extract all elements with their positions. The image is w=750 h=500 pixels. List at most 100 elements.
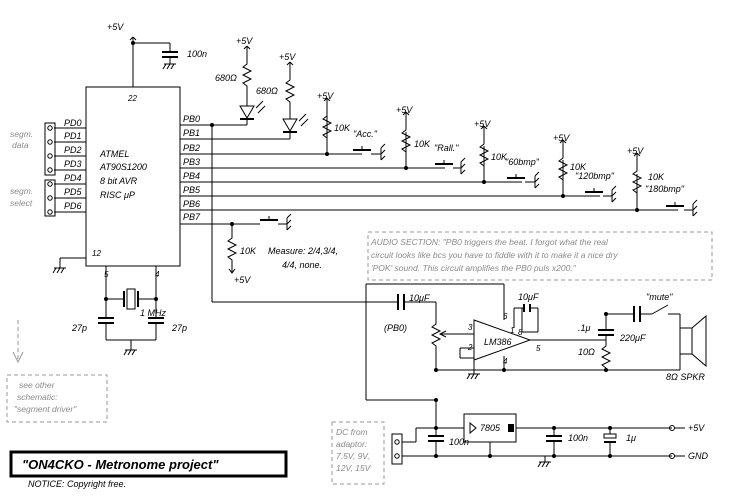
psu-wires — [402, 420, 672, 462]
cap-snub-label: .1μ — [578, 323, 591, 333]
cap-xtal-right-label: 27p — [171, 323, 187, 333]
button-acc-label: "Acc." — [353, 129, 378, 139]
segment-select-pins — [47, 181, 53, 215]
volume-pot — [430, 320, 600, 371]
segment-data-connector — [44, 122, 56, 176]
measure-label-2: 4/4, none. — [282, 260, 322, 270]
mcu-pin-22: 22 — [127, 94, 137, 103]
mcu-pin-4: 4 — [155, 270, 160, 279]
pb2-acc-circuit — [180, 112, 362, 155]
cap-in-label: 10μF — [409, 293, 430, 303]
speaker-label: 8Ω SPKR — [666, 372, 705, 382]
pin-pb7: PB7 — [183, 212, 201, 222]
resistor-120bmp-label: 10K — [570, 162, 587, 172]
supply-led1 — [243, 45, 251, 53]
mcu-pin-12: 12 — [92, 249, 101, 258]
segment-data-pins — [47, 125, 53, 173]
resistor-180bmp-label: 10K — [648, 172, 665, 182]
segment-data-label-1: segm. — [10, 129, 33, 139]
segment-select-label-1: segm. — [10, 186, 33, 196]
title-box — [9, 450, 288, 478]
page-title: "ON4CKO - Metronome project" — [22, 457, 219, 472]
amp-pin-8: 8 — [518, 328, 523, 337]
pin-pd3: PD3 — [64, 159, 82, 169]
pin-pd5: PD5 — [64, 187, 83, 197]
button-120bmp — [585, 185, 617, 203]
pd-port-wires — [54, 127, 86, 213]
button-60bmp-label: "60bmp" — [505, 157, 540, 167]
res-snub-label: 10Ω — [578, 347, 595, 357]
see-other-line-1: see other — [19, 380, 56, 390]
gnd-mcu-cap — [162, 63, 177, 70]
out-gnd-terminal — [669, 453, 675, 459]
speaker-icon — [679, 314, 707, 368]
segment-select-connector — [44, 179, 56, 217]
supply-measure-label: +5V — [234, 275, 251, 285]
pb7-measure-circuit — [180, 213, 292, 234]
pin-pb5: PB5 — [183, 185, 201, 195]
amp-pin-5: 5 — [536, 344, 541, 353]
mcu-name-4: RISC μP — [100, 190, 135, 200]
mcu-name-3: 8 bit AVR — [100, 176, 138, 186]
resistor-led1 — [242, 59, 252, 91]
segment-select-label-2: select — [10, 198, 33, 208]
measure-supply-arrow — [228, 268, 236, 274]
dc-note-box — [331, 421, 385, 485]
notice-text: NOTICE: Copyright free. — [28, 479, 126, 489]
amp-pin-3: 3 — [468, 323, 473, 332]
mute-label: "mute" — [646, 292, 673, 302]
resistor-measure-label: 10K — [240, 246, 257, 256]
snubber-network — [598, 314, 614, 371]
cap-reg-out2-label: 1μ — [626, 433, 636, 443]
audio-note-box — [367, 231, 713, 281]
cap-reg-out1-label: 100n — [568, 433, 588, 443]
pin-pd0: PD0 — [64, 118, 82, 128]
pb5-120bmp-circuit — [180, 160, 600, 197]
pin-pd6: PD6 — [64, 201, 82, 211]
button-rall — [435, 157, 466, 175]
led-1-rays — [255, 100, 266, 114]
supply-180bmp-label: +5V — [627, 146, 644, 156]
lm386-amp — [473, 319, 532, 361]
pin-pd2: PD2 — [64, 145, 82, 155]
resistor-led1-label: 680Ω — [215, 73, 237, 83]
pb3-rall-circuit — [180, 132, 445, 169]
audio-note-line-3: 'POK' sound. This circuit amplifies the … — [371, 263, 577, 273]
out-plus-terminal — [669, 425, 675, 431]
gnd-amp — [466, 373, 481, 380]
led-2 — [282, 118, 298, 132]
button-180bmp-label: "180bmp" — [645, 184, 685, 194]
cap-reg-in-label: 100n — [449, 437, 469, 447]
resistor-60bmp-label: 10K — [491, 152, 508, 162]
cap-out-label: 220μF — [619, 333, 646, 343]
crystal-wires — [98, 266, 164, 350]
gnd-crystal — [123, 349, 138, 356]
gnd-psu — [537, 461, 552, 468]
out-gnd-label: GND — [688, 451, 709, 461]
dc-note-line-3: 7.5V, 9V, — [336, 451, 370, 461]
dc-input-connector — [391, 433, 403, 465]
resistor-measure — [227, 233, 237, 265]
amp-pin-6: 6 — [503, 312, 508, 321]
regulator-7805 — [463, 413, 517, 443]
button-acc — [353, 143, 386, 161]
button-180bmp — [666, 199, 698, 217]
measure-label-1: Measure: 2/4,3/4, — [268, 246, 338, 256]
dc-note-line-4: 12V, 15V — [336, 463, 372, 473]
audio-input-cap — [397, 294, 437, 320]
regulator-label: 7805 — [480, 423, 501, 433]
pin-pb3: PB3 — [183, 157, 200, 167]
cap-xtal-left-label: 27p — [71, 323, 87, 333]
pin-pd4: PD4 — [64, 173, 82, 183]
pb0-label: (PB0) — [384, 323, 407, 333]
supply-60bmp-label: +5V — [474, 119, 491, 129]
supply-led1-label: +5V — [236, 36, 253, 46]
see-other-box — [6, 374, 108, 423]
pb0-audio-wire — [211, 125, 398, 303]
button-60bmp — [507, 171, 540, 189]
audio-note-line-1: AUDIO SECTION: "PB0 triggers the beat. I… — [370, 237, 609, 247]
resistor-rall-label: 10K — [414, 139, 431, 149]
supply-led2-label: +5V — [279, 52, 296, 62]
resistor-acc-label: 10K — [334, 123, 351, 133]
